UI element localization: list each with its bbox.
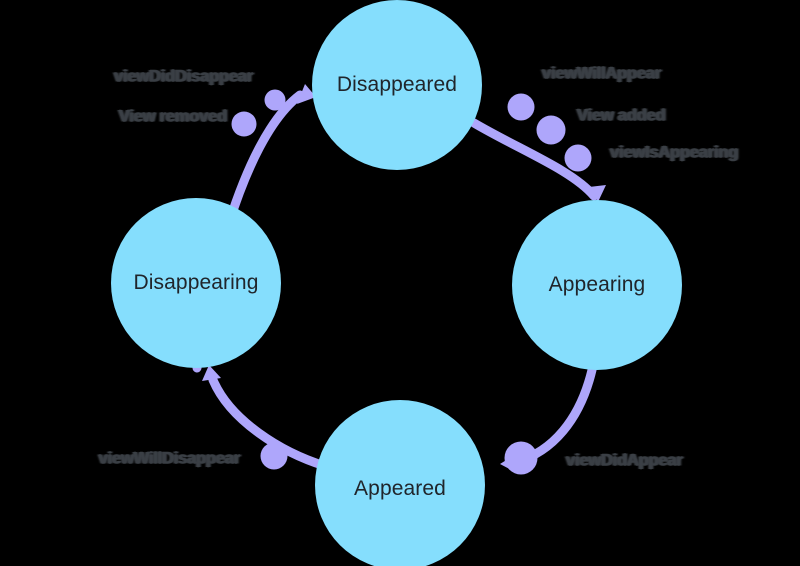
- edge-appeared-to-disappearing: [202, 365, 330, 471]
- edge-dot: [536, 115, 566, 145]
- edge-path: [208, 375, 330, 471]
- edge-dot: [264, 89, 286, 111]
- edge-dot: [504, 441, 538, 475]
- edge-appearing-to-appeared: [500, 365, 597, 475]
- edge-label-view-did-disappear: viewDidDisappear: [114, 67, 253, 86]
- edge-disappeared-to-appearing: [469, 93, 606, 202]
- edge-dot: [260, 442, 288, 470]
- node-appearing[interactable]: [512, 200, 682, 370]
- edge-label-view-will-disappear: viewWillDisappear: [98, 449, 241, 468]
- edge-dot: [564, 144, 592, 172]
- edge-label-view-added: View added: [577, 106, 666, 125]
- node-disappearing[interactable]: [111, 198, 281, 368]
- node-disappeared[interactable]: [312, 0, 482, 170]
- edge-dot: [231, 111, 257, 137]
- arrowhead-icon: [202, 365, 221, 381]
- arrowhead-icon: [297, 84, 316, 104]
- edge-path: [469, 118, 599, 201]
- edge-label-view-is-appearing: viewIsAppearing: [610, 143, 739, 162]
- edge-dot: [507, 93, 535, 121]
- arrowhead-icon: [589, 185, 606, 202]
- edge-label-view-removed: View removed: [118, 107, 227, 126]
- edge-label-view-did-appear: viewDidAppear: [566, 451, 683, 470]
- node-appeared[interactable]: [315, 400, 485, 566]
- edge-label-view-will-appear: viewWillAppear: [542, 64, 662, 83]
